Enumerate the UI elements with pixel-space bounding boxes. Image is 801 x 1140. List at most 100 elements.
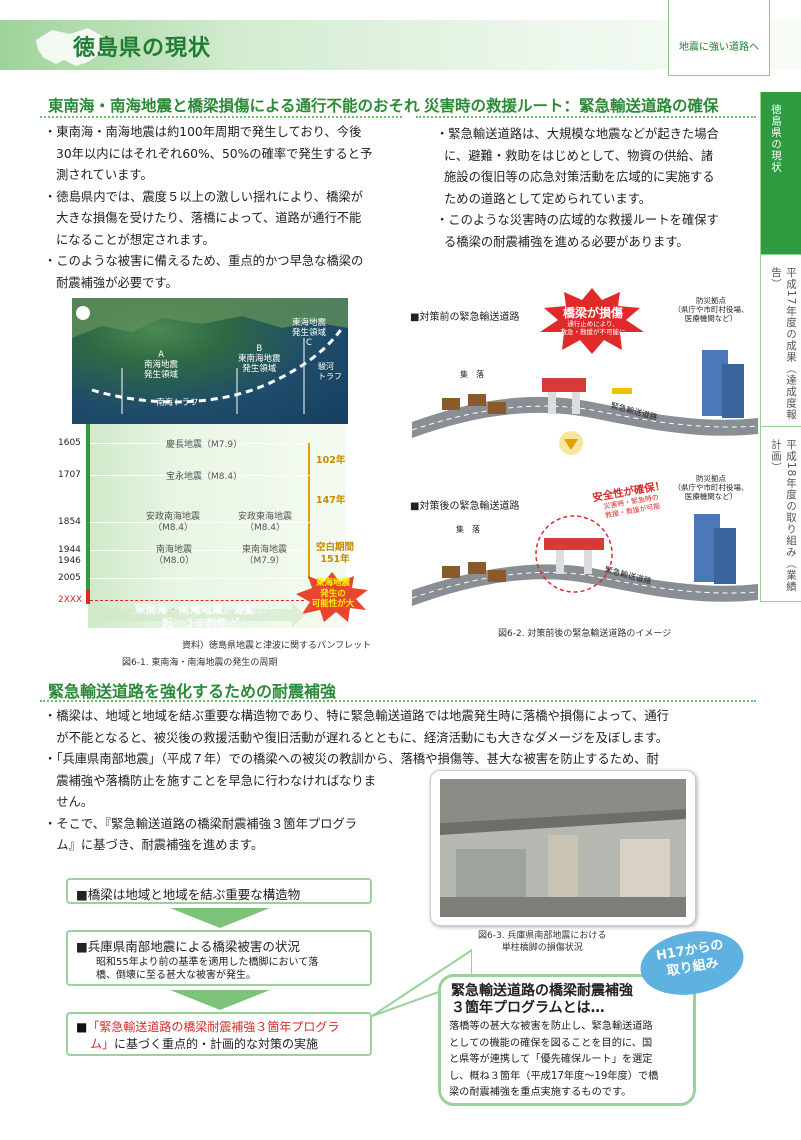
timeline-gridline-future <box>90 600 304 601</box>
section1-heading: 東南海・南海地震と橋梁損傷による通行不能のおそれ <box>48 97 420 115</box>
flow-box-2: ■兵庫県南部地震による橋梁被害の状況 昭和55年より前の基準を適用した橋脚におい… <box>66 930 372 986</box>
tokushima-map-icon <box>36 28 110 66</box>
timeline-event: 安政南海地震 （M8.4） <box>146 512 201 533</box>
timeline-gridline <box>90 443 304 444</box>
figure2-caption: 図6-2. 対策前後の緊急輸送道路のイメージ <box>498 629 672 639</box>
callout-tail <box>372 948 472 1017</box>
bullet-line: ・徳島県内では、震度５以上の激しい揺れにより、橋梁が <box>44 189 363 204</box>
interval-label: 102年 <box>316 455 346 466</box>
flow-box-3-text: ■「緊急輸送道路の橋梁耐震補強３箇年プログラ ム」に基づく重点的・計画的な対策の… <box>76 1020 340 1051</box>
interval-bracket <box>308 523 310 579</box>
body-line: が不能となると、被災後の救援活動や復旧活動が遅れるとともに、経済活動にも大きなダ… <box>44 730 669 745</box>
timeline-gridline <box>90 475 304 476</box>
damage-burst-sub: 通行止めにより、 救急・救援が不可能に <box>560 320 626 336</box>
flow-box-2-body: 昭和55年より前の基準を適用した橋脚において落 橋、倒壊に至る甚大な被害が発生。 <box>96 957 319 981</box>
timeline-axis <box>86 424 90 604</box>
timeline-year: 1605 <box>58 438 81 448</box>
bullet-line: になることが想定されます。 <box>56 232 215 247</box>
section3-divider <box>40 700 756 702</box>
page-title: 徳島県の現状 <box>73 36 212 61</box>
body-line: ・橋梁は、地域と地域を結ぶ重要な構造物であり、特に緊急輸送道路では地震発生時に落… <box>44 709 669 723</box>
figure1-caption: 図6-1. 東南海・南海地震の発生の周期 <box>122 658 278 668</box>
map-label-a: A 南海地震 発生領域 <box>144 350 179 380</box>
flow-box-3-rest: に基づく重点的・計画的な対策の実施 <box>114 1037 319 1051</box>
timeline-event: 宝永地震（M8.4） <box>166 472 243 482</box>
bullet-line: 耐震補強が必要です。 <box>56 275 178 290</box>
program-body: 落橋等の甚大な被害を防止し、緊急輸送道路 としての機能の確保を図ることを目的に、… <box>449 1021 659 1098</box>
section2-heading: 災害時の救援ルート：緊急輸送道路の確保 <box>424 97 719 115</box>
flow-box-3-red: 「緊急輸送道路の橋梁耐震補強３箇年プログラ <box>87 1020 340 1034</box>
map-label-suruga: 駿河 トラフ <box>318 362 342 381</box>
section1-divider <box>40 116 402 118</box>
side-tab-label: 徳島県の現状 <box>770 104 782 173</box>
header-band <box>0 20 801 70</box>
village-label-before: 集 落 <box>460 370 484 379</box>
collapsed-pier-photo <box>440 779 686 917</box>
timeline-year: 1946 <box>58 556 81 566</box>
down-arrow-icon <box>559 431 583 455</box>
h17-badge-text: H17からの 取り組み <box>655 937 725 980</box>
body-line: ・そこで、『緊急輸送道路の橋梁耐震補強３箇年プログラ <box>44 816 358 831</box>
timeline-event: 南海地震 （M8.0） <box>154 545 195 566</box>
section2-divider <box>416 116 756 118</box>
before-scene-illustration <box>412 350 758 438</box>
side-tab-label: 平成17年度の成果（達成度報告） <box>770 267 797 421</box>
bullet-line: ・このような災害時の広域的な救援ルートを確保す <box>436 213 719 227</box>
timeline-year: 1944 <box>58 545 81 555</box>
bullet-line: に、避難・救助をはじめとして、物資の供給、諸 <box>444 148 714 163</box>
after-scene-illustration <box>412 514 758 606</box>
warning-burst-shape <box>296 572 368 622</box>
flow-box-3-red2: ム」 <box>90 1037 115 1051</box>
north-arrow-icon <box>76 306 90 320</box>
flow-arrow-icon <box>170 908 270 928</box>
body-line: 震補強や落橋防止を施すことを早急に行わなければなりま <box>44 773 377 788</box>
side-tab-current-status[interactable]: 徳島県の現状 <box>760 92 801 254</box>
timeline-year: 2005 <box>58 573 81 583</box>
bullet-line: 大きな損傷を受けたり、落橋によって、道路が通行不能 <box>56 211 362 225</box>
figure1-source: 資料）徳島県地震と津波に関するパンフレット <box>182 641 372 651</box>
section2-body: ・緊急輸送道路は、大規模な地震などが起きた場合 に、避難・救助をはじめとして、物… <box>436 124 756 253</box>
bullet-line: 30年以内にはそれぞれ60%、50%の確率で発生すると予 <box>56 146 373 161</box>
damage-burst-title: 橋梁が損傷 <box>562 306 623 320</box>
interval-bracket <box>308 443 310 475</box>
bullet-line: 施設の復旧等の応急対策活動を広域的に実施する <box>444 170 715 184</box>
warning-burst-text: 東海地震 発生の 可能性が大 <box>311 578 355 609</box>
photo-frame <box>430 770 696 926</box>
photo-caption: 図6-3. 兵庫県南部地震における 単柱橋脚の損傷状況 <box>478 931 607 953</box>
bullet-line: ための道路として定められています。 <box>444 191 652 206</box>
village-label-after: 集 落 <box>456 525 480 534</box>
side-tab-h18-plans[interactable]: 平成18年度の取り組み（業績計画） <box>760 426 801 602</box>
base-label-before: 防災拠点 （県庁や市町村役場、 医療機関など） <box>673 296 749 323</box>
interval-bracket <box>308 476 310 522</box>
nav-tag[interactable]: 地震に強い道路へ <box>668 0 770 76</box>
side-tab-label: 平成18年度の取り組み（業績計画） <box>770 439 797 593</box>
side-tab-h17-results[interactable]: 平成17年度の成果（達成度報告） <box>760 254 801 426</box>
bullet-line: 測されています。 <box>56 168 153 182</box>
timeline-axis-future <box>86 590 90 604</box>
section1-body: ・東南海・南海地震は約100年周期で発生しており、今後 30年以内にはそれぞれ6… <box>44 122 404 294</box>
timeline-arrow-text: 東南海・南海地震が連動して 起こる可能性が大 <box>134 603 278 630</box>
after-label: ■対策後の緊急輸送道路 <box>410 501 520 512</box>
flow-arrow-icon <box>170 990 270 1010</box>
base-label-after: 防災拠点 （県庁や市町村役場、 医療機関など） <box>673 474 749 501</box>
flow-box-1-text: ■橋梁は地域と地域を結ぶ重要な構造物 <box>76 887 301 902</box>
flow-box-2-title: ■兵庫県南部地震による橋梁被害の状況 <box>76 939 300 954</box>
map-label-nankai: 南海トラフ <box>156 398 199 408</box>
body-line: ム』に基づき、耐震補強を進めます。 <box>44 838 264 852</box>
timeline-gridline <box>90 550 304 551</box>
bullet-line: る橋梁の耐震補強を進める必要があります。 <box>444 234 689 249</box>
section3-body: ・橋梁は、地域と地域を結ぶ重要な構造物であり、特に緊急輸送道路では地震発生時に落… <box>44 706 756 857</box>
body-line: ・「兵庫県南部地震」（平成７年）での橋梁への被災の教訓から、落橋や損傷等、甚大な… <box>44 752 659 766</box>
program-box: 緊急輸送道路の橋梁耐震補強 ３箇年プログラムとは… 落橋等の甚大な被害を防止し、… <box>438 974 696 1106</box>
bullet-line: ・緊急輸送道路は、大規模な地震などが起きた場合 <box>436 127 719 141</box>
map-label-b: B 東南海地震 発生領域 <box>238 344 281 374</box>
trough-map: A 南海地震 発生領域 B 東南海地震 発生領域 東海地震 発生領域 C 駿河 … <box>72 298 348 424</box>
timeline-year: 1707 <box>58 470 81 480</box>
timeline-event: 慶長地震（M7.9） <box>166 440 243 450</box>
timeline-event: 東南海地震 （M7.9） <box>242 545 288 566</box>
nav-tag-label: 地震に強い道路へ <box>679 42 759 53</box>
flow-box-3: ■「緊急輸送道路の橋梁耐震補強３箇年プログラ ム」に基づく重点的・計画的な対策の… <box>66 1012 372 1056</box>
interval-label: 空白期間 151年 <box>316 542 355 565</box>
body-line: せん。 <box>44 795 94 809</box>
timeline-gridline <box>90 522 304 523</box>
